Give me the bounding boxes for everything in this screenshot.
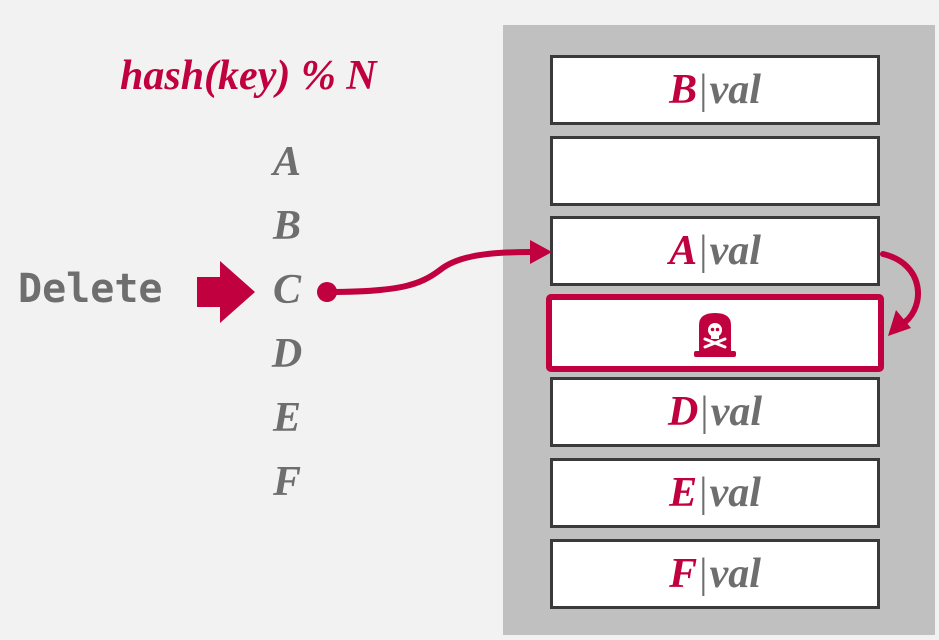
slot-separator: |	[699, 228, 708, 274]
hash-to-slot-arrow	[324, 249, 533, 295]
slot-6: F|val	[550, 539, 880, 609]
key-c: C	[272, 267, 301, 313]
probe-arrowhead	[888, 310, 911, 336]
slot-separator: |	[699, 67, 708, 113]
slot-key: B	[669, 67, 698, 113]
slot-4: D|val	[550, 377, 880, 447]
slot-value: val	[709, 470, 761, 516]
slot-separator: |	[699, 551, 708, 597]
key-d: D	[271, 331, 303, 377]
slot-value: val	[710, 389, 763, 435]
hash-to-slot-arrowhead	[530, 240, 552, 264]
key-f: F	[272, 459, 301, 505]
slot-3-tombstone	[546, 294, 884, 372]
delete-operation-label: Delete	[18, 266, 163, 312]
tombstone-skull-icon	[694, 313, 736, 357]
slot-5: E|val	[550, 458, 880, 528]
slot-value: val	[709, 228, 761, 274]
slot-value: val	[709, 551, 761, 597]
slot-key: D	[667, 389, 699, 435]
slot-2: A|val	[550, 216, 880, 286]
hash-function-label: hash(key) % N	[120, 53, 377, 99]
slot-separator: |	[699, 470, 708, 516]
slot-0: B|val	[550, 55, 880, 125]
key-a: A	[272, 139, 301, 185]
slot-value: val	[709, 67, 761, 113]
slot-separator: |	[700, 389, 709, 435]
slot-key: E	[669, 470, 698, 516]
delete-arrow-icon	[197, 261, 255, 323]
slot-key: A	[669, 228, 698, 274]
slot-key: F	[669, 551, 698, 597]
key-b: B	[272, 203, 301, 249]
key-e: E	[272, 395, 301, 441]
probe-arrow	[880, 251, 921, 325]
slot-1-empty	[550, 136, 880, 206]
